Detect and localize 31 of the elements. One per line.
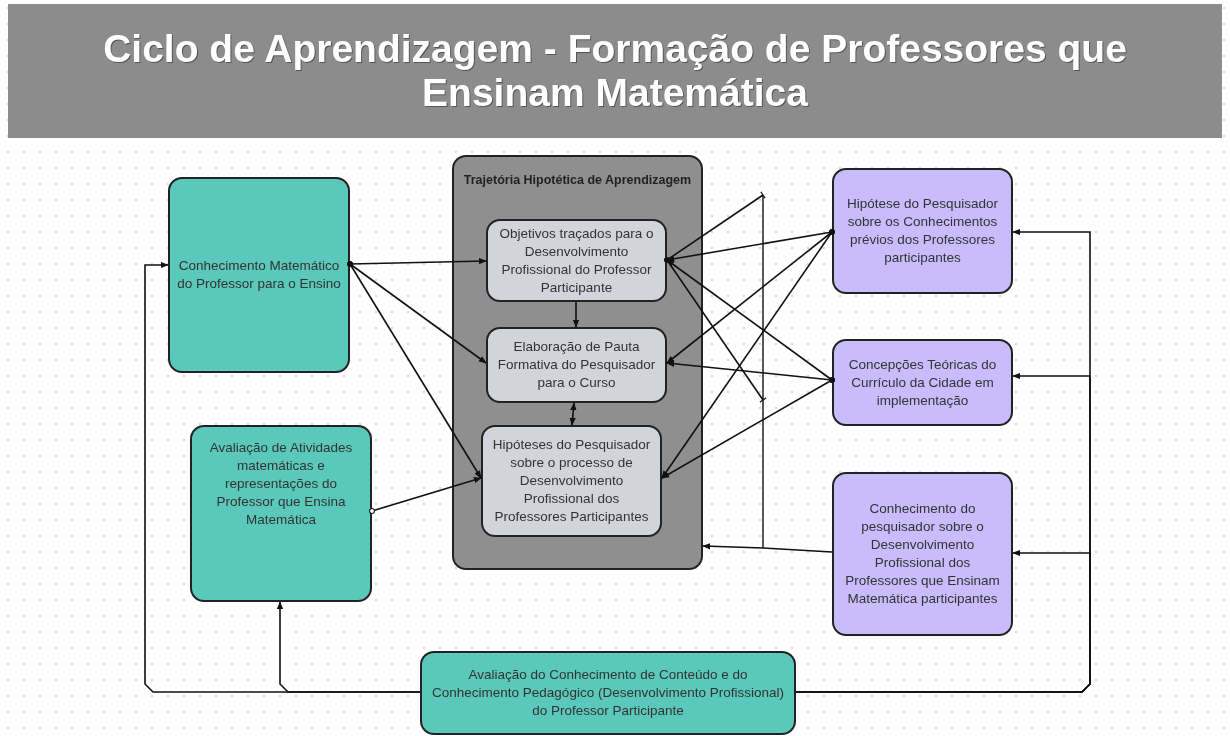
box-label: Objetivos traçados para o Desenvolvimento Profissional do Professor Participante (498, 224, 655, 297)
box-label: Concepções Teóricas do Currículo da Cidade em implementação (847, 355, 998, 410)
connector-line (664, 257, 767, 403)
input-box (832, 168, 1013, 294)
box-label: Elaboração de Pauta Formativa do Pesquisador para o Curso (496, 338, 657, 392)
group-container (452, 155, 703, 570)
process-box (420, 651, 796, 735)
arrow (661, 229, 835, 479)
input-box (832, 472, 1013, 636)
title-banner: Ciclo de Aprendizagem - Formação de Professores que Ensinam Matemática (8, 4, 1222, 138)
arrow (661, 377, 835, 479)
inner-process-box (486, 327, 667, 403)
box-label: Hipóteses do Pesquisador sobre o processo de Desenvolvimento Profissional dos Professores Participantes (491, 436, 652, 526)
box-label: Hipótese do Pesquisador sobre os Conhecimentos prévios dos Professores participantes (846, 195, 999, 267)
process-box (190, 425, 372, 602)
arrow (795, 549, 1091, 693)
arrow (702, 543, 833, 553)
arrow (276, 601, 421, 693)
input-box (832, 339, 1013, 426)
box-label: Conhecimento do pesquisador sobre o Desenvolvimento Profissional dos Professores que Ensinam Matemática participantes (844, 500, 1001, 608)
group-heading: Trajetória Hipotética de Aprendizagem (462, 172, 693, 189)
arrow (347, 261, 482, 479)
box-label: Conhecimento Matemático do Professor para o Ensino (176, 257, 342, 293)
arrow (569, 402, 577, 426)
arrow (369, 477, 482, 514)
process-box (168, 177, 350, 373)
box-label: Avaliação do Conhecimento de Conteúdo e do Conhecimento Pedagógico (Desenvolvimento Profissional) do Professor Participante (431, 666, 785, 720)
box-label: Avaliação de Atividades matemáticas e representações do Professor que Ensina Matemática (208, 439, 354, 529)
inner-process-box (481, 425, 662, 537)
arrow (572, 301, 580, 328)
inner-process-box (486, 219, 667, 302)
